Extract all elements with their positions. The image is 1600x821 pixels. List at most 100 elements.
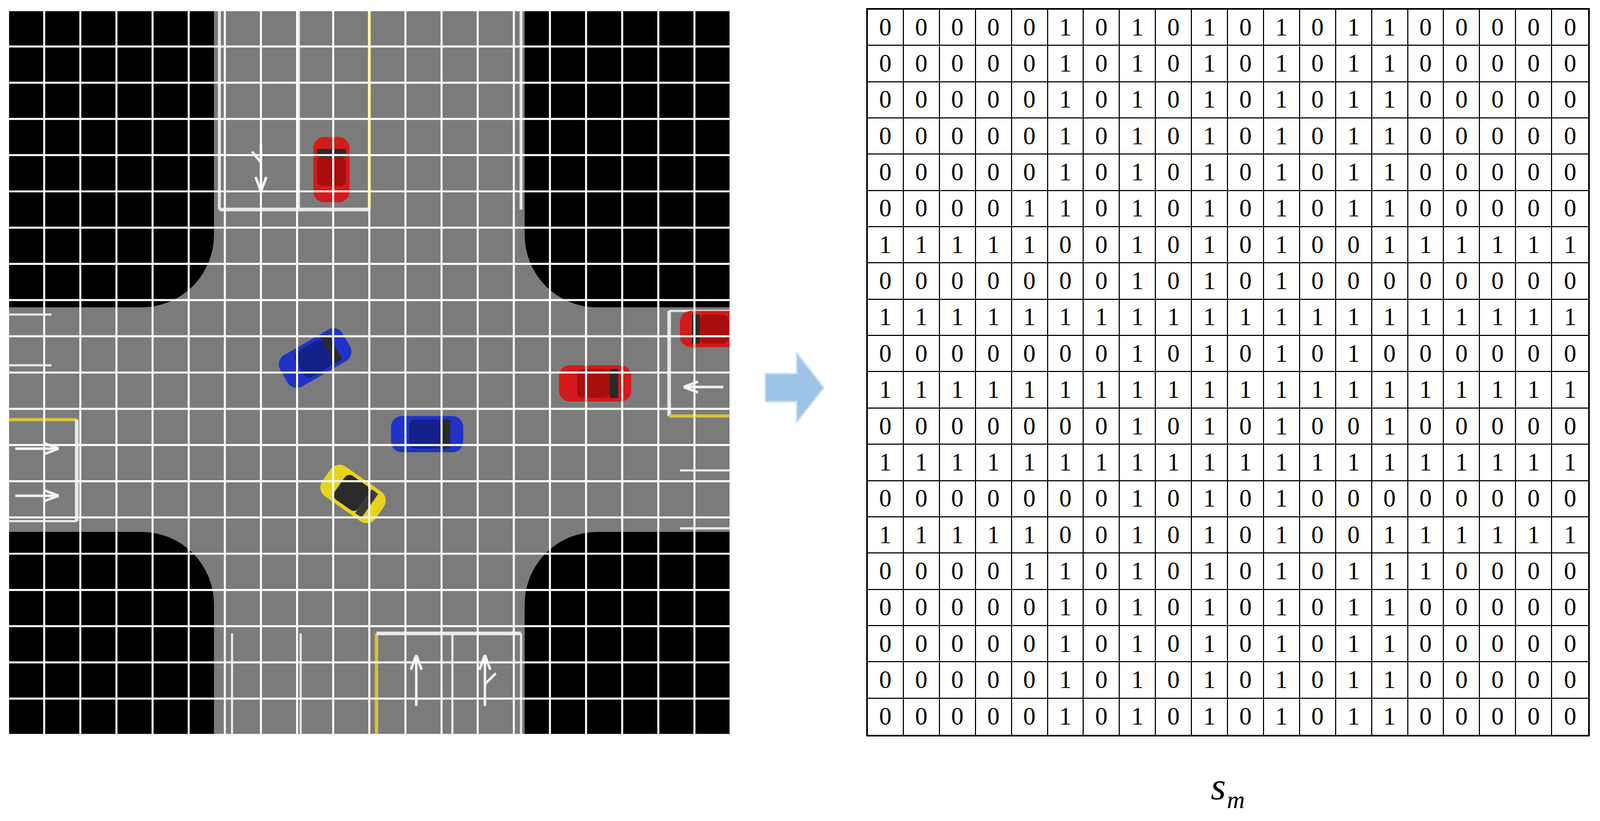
matrix-cell: 1 xyxy=(1048,626,1085,663)
matrix-cell: 0 xyxy=(1408,9,1445,46)
matrix-cell: 1 xyxy=(1012,191,1049,228)
matrix-cell: 1 xyxy=(1119,191,1156,228)
matrix-cell: 1 xyxy=(1012,372,1049,409)
matrix-cell: 1 xyxy=(903,444,940,481)
matrix-cell: 0 xyxy=(976,335,1013,373)
matrix-cell: 0 xyxy=(903,9,940,46)
matrix-cell: 0 xyxy=(1443,662,1480,699)
matrix-cell: 0 xyxy=(1155,335,1192,373)
matrix-cell: 0 xyxy=(976,626,1013,663)
matrix-cell: 0 xyxy=(976,553,1013,590)
matrix-cell: 1 xyxy=(1372,45,1409,82)
matrix-cell: 0 xyxy=(1443,118,1480,155)
matrix-cell: 0 xyxy=(939,45,977,82)
matrix-cell: 1 xyxy=(1227,299,1265,336)
matrix-cell: 1 xyxy=(1012,517,1049,554)
matrix-cell: 1 xyxy=(1300,444,1337,481)
matrix-cell: 0 xyxy=(1552,9,1589,46)
matrix-cell: 0 xyxy=(1155,590,1192,627)
matrix-cell: 1 xyxy=(1408,299,1445,336)
matrix-cell: 0 xyxy=(867,626,904,663)
matrix-cell: 0 xyxy=(976,698,1013,735)
matrix-cell: 0 xyxy=(976,45,1013,82)
matrix-cell: 0 xyxy=(1012,263,1049,300)
matrix-cell: 1 xyxy=(1048,590,1085,627)
matrix-cell: 0 xyxy=(1552,82,1589,119)
matrix-cell: 0 xyxy=(867,481,904,518)
matrix-cell: 0 xyxy=(1155,9,1192,46)
matrix-cell: 1 xyxy=(1119,299,1156,336)
matrix-cell: 0 xyxy=(1227,154,1265,191)
matrix-cell: 0 xyxy=(939,335,977,373)
matrix-cell: 0 xyxy=(1155,698,1192,735)
matrix-cell: 0 xyxy=(1012,408,1049,445)
matrix-cell: 0 xyxy=(867,191,904,228)
matrix-cell: 1 xyxy=(1155,372,1192,409)
matrix-cell: 0 xyxy=(1443,335,1480,373)
matrix-cell: 0 xyxy=(1443,698,1480,735)
matrix-cell: 0 xyxy=(1552,698,1589,735)
matrix-cell: 0 xyxy=(1300,335,1337,373)
matrix-cell: 1 xyxy=(1083,299,1120,336)
matrix-cell: 0 xyxy=(1479,154,1517,191)
matrix-cell: 1 xyxy=(1336,590,1373,627)
matrix-cell: 1 xyxy=(1336,45,1373,82)
matrix-cell: 0 xyxy=(1300,626,1337,663)
matrix-cell: 0 xyxy=(1516,408,1553,445)
matrix-cell: 1 xyxy=(1119,154,1156,191)
matrix-cell: 1 xyxy=(1372,626,1409,663)
matrix-cell: 0 xyxy=(1516,590,1553,627)
matrix-cell: 0 xyxy=(1083,154,1120,191)
matrix-cell: 0 xyxy=(1083,481,1120,518)
matrix-cell: 1 xyxy=(1083,444,1120,481)
matrix-cell: 0 xyxy=(1155,481,1192,518)
matrix-cell: 0 xyxy=(1443,553,1480,590)
matrix-cell: 0 xyxy=(867,82,904,119)
matrix-cell: 0 xyxy=(903,662,940,699)
matrix-cell: 1 xyxy=(1479,444,1517,481)
matrix-cell: 1 xyxy=(1336,372,1373,409)
matrix-cell: 0 xyxy=(1408,335,1445,373)
matrix-cell: 0 xyxy=(867,335,904,373)
matrix-cell: 1 xyxy=(1191,263,1228,300)
matrix-cell: 1 xyxy=(1191,408,1228,445)
matrix-cell: 1 xyxy=(1191,191,1228,228)
matrix-cell: 0 xyxy=(1552,154,1589,191)
matrix-cell: 1 xyxy=(903,227,940,264)
matrix-cell: 1 xyxy=(1336,191,1373,228)
matrix-cell: 0 xyxy=(1048,481,1085,518)
matrix-cell: 1 xyxy=(1191,590,1228,627)
matrix-cell: 0 xyxy=(1012,662,1049,699)
matrix-cell: 1 xyxy=(976,299,1013,336)
matrix-cell: 1 xyxy=(1516,227,1553,264)
matrix-cell: 0 xyxy=(867,553,904,590)
matrix-cell: 1 xyxy=(1119,662,1156,699)
matrix-cell: 0 xyxy=(903,626,940,663)
matrix-cell: 0 xyxy=(1227,481,1265,518)
matrix-cell: 0 xyxy=(1479,626,1517,663)
matrix-cell: 1 xyxy=(1516,517,1553,554)
matrix-cell: 1 xyxy=(939,299,977,336)
matrix-cell: 0 xyxy=(1336,481,1373,518)
matrix-cell: 0 xyxy=(976,590,1013,627)
matrix-cell: 0 xyxy=(1408,408,1445,445)
matrix-cell: 0 xyxy=(1227,82,1265,119)
matrix-cell: 1 xyxy=(1264,662,1301,699)
matrix-cell: 1 xyxy=(1083,372,1120,409)
matrix-cell: 0 xyxy=(1479,335,1517,373)
matrix-cell: 0 xyxy=(1048,227,1085,264)
matrix-cell: 0 xyxy=(1336,408,1373,445)
matrix-cell: 0 xyxy=(903,154,940,191)
matrix-cell: 0 xyxy=(1048,517,1085,554)
matrix-cell: 0 xyxy=(1227,118,1265,155)
matrix-cell: 1 xyxy=(1336,118,1373,155)
matrix-cell: 1 xyxy=(1443,444,1480,481)
matrix-cell: 1 xyxy=(1227,444,1265,481)
matrix-cell: 1 xyxy=(1191,481,1228,518)
matrix-cell: 0 xyxy=(903,553,940,590)
matrix-cell: 1 xyxy=(1119,372,1156,409)
matrix-cell: 0 xyxy=(1443,408,1480,445)
matrix-cell: 1 xyxy=(1048,191,1085,228)
matrix-cell: 0 xyxy=(1227,45,1265,82)
matrix-cell: 0 xyxy=(1155,553,1192,590)
